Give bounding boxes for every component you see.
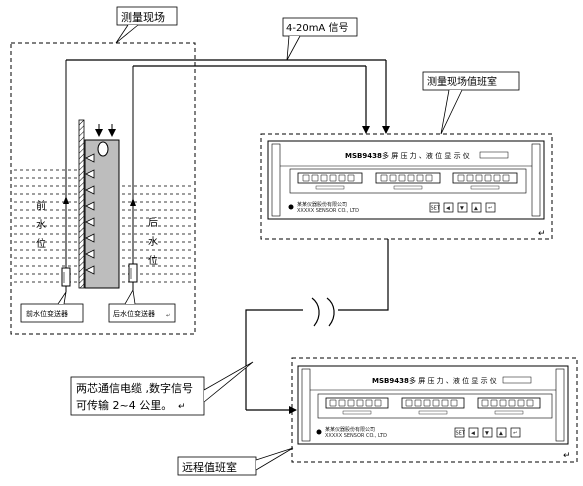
instrument-2-down-button	[482, 427, 493, 438]
front-level-char-3: 位	[36, 237, 46, 250]
rear-level-char-1: 后	[148, 217, 158, 229]
instrument-1-set-button	[429, 202, 440, 213]
front-level-char-2: 水	[36, 219, 46, 231]
rear-sensor-label: 后水位变送器	[113, 309, 155, 318]
instrument-1-down-label: ▼	[460, 206, 464, 212]
remote-room-boundary	[291, 357, 578, 463]
duty-room-callout: 测量现场值班室	[422, 71, 520, 135]
instrument-1-name: 多 屏 压 力 、液 位 显 示 仪	[382, 151, 470, 160]
rear-sensor-label-box	[108, 303, 176, 323]
instrument-2-left-button	[468, 427, 479, 438]
front-sensor-label-box	[20, 303, 84, 323]
cable-callout-return-mark: ↵	[178, 402, 186, 412]
instrument-2-company-en: XXXXX SENSOR CO., LTD	[325, 433, 387, 439]
rear-sensor-return-mark: ↵	[166, 313, 170, 319]
instrument-2-enter-label: ↵	[513, 431, 517, 437]
signal-callout-text: 4-20mA 信号	[286, 22, 348, 34]
instrument-2-left-label: ◀	[471, 431, 475, 437]
rear-level-char-3: 位	[148, 254, 158, 267]
instrument-2-model: MSB9438	[372, 377, 409, 385]
instrument-1: MSB9438 多 屏 压 力 、液 位 显 示 仪 某某仪器股份有限公司 XX…	[267, 140, 545, 220]
instrument-2-up-button	[496, 427, 507, 438]
site-callout-text: 测量现场	[121, 10, 165, 24]
instrument-1-left-label: ◀	[446, 206, 450, 212]
rear-sensor	[128, 66, 138, 290]
cable-callout-line-1: 两芯通信电缆 ,数字信号	[76, 381, 193, 395]
signal-wires	[66, 59, 390, 134]
instrument-1-model: MSB9438	[345, 152, 382, 160]
remote-room-callout-text: 远程值班室	[182, 460, 237, 474]
site-callout: 测量现场	[115, 6, 178, 44]
duty-room-boundary	[260, 133, 553, 240]
instrument-2-set-button	[454, 427, 465, 438]
instrument-1-down-button	[457, 202, 468, 213]
trash-screen	[78, 119, 120, 289]
duty-room-callout-text: 测量现场值班室	[427, 75, 497, 88]
instrument-2: MSB9438 多 屏 压 力 、液 位 显 示 仪 某某仪器股份有限公司 XX…	[297, 365, 569, 445]
cable-callout: 两芯通信电缆 ,数字信号 可传输 2~4 公里。 ↵	[70, 361, 254, 416]
site-boundary	[10, 42, 196, 335]
front-sensor-label: 前水位变送器	[26, 309, 68, 318]
instrument-1-enter-label: ↵	[488, 206, 492, 212]
instrument-1-up-button	[471, 202, 482, 213]
instrument-1-company: 某某仪器股份有限公司	[297, 201, 347, 208]
instrument-1-set-label: SET	[431, 206, 441, 212]
front-sensor	[61, 60, 71, 292]
instrument-2-return-mark: ↵	[563, 451, 571, 461]
signal-callout: 4-20mA 信号	[282, 17, 358, 61]
instrument-1-enter-button	[485, 202, 496, 213]
comm-cable	[245, 239, 389, 414]
instrument-1-return-mark: ↵	[538, 229, 546, 239]
instrument-1-company-en: XXXXX SENSOR CO., LTD	[297, 208, 359, 214]
front-level-char-1: 前	[36, 199, 46, 212]
instrument-2-down-label: ▼	[485, 431, 489, 437]
instrument-2-company: 某某仪器股份有限公司	[325, 426, 375, 433]
remote-room-callout: 远程值班室	[177, 447, 294, 476]
instrument-2-enter-button	[510, 427, 521, 438]
instrument-1-up-label: ▲	[474, 206, 478, 212]
instrument-2-up-label: ▲	[499, 431, 503, 437]
rear-level-char-2: 水	[148, 236, 158, 248]
instrument-1-left-button	[443, 202, 454, 213]
instrument-2-name: 多 屏 压 力 、液 位 显 示 仪	[409, 376, 497, 385]
instrument-2-set-label: SET	[456, 431, 466, 437]
cable-callout-line-2: 可传输 2~4 公里。	[76, 398, 172, 412]
